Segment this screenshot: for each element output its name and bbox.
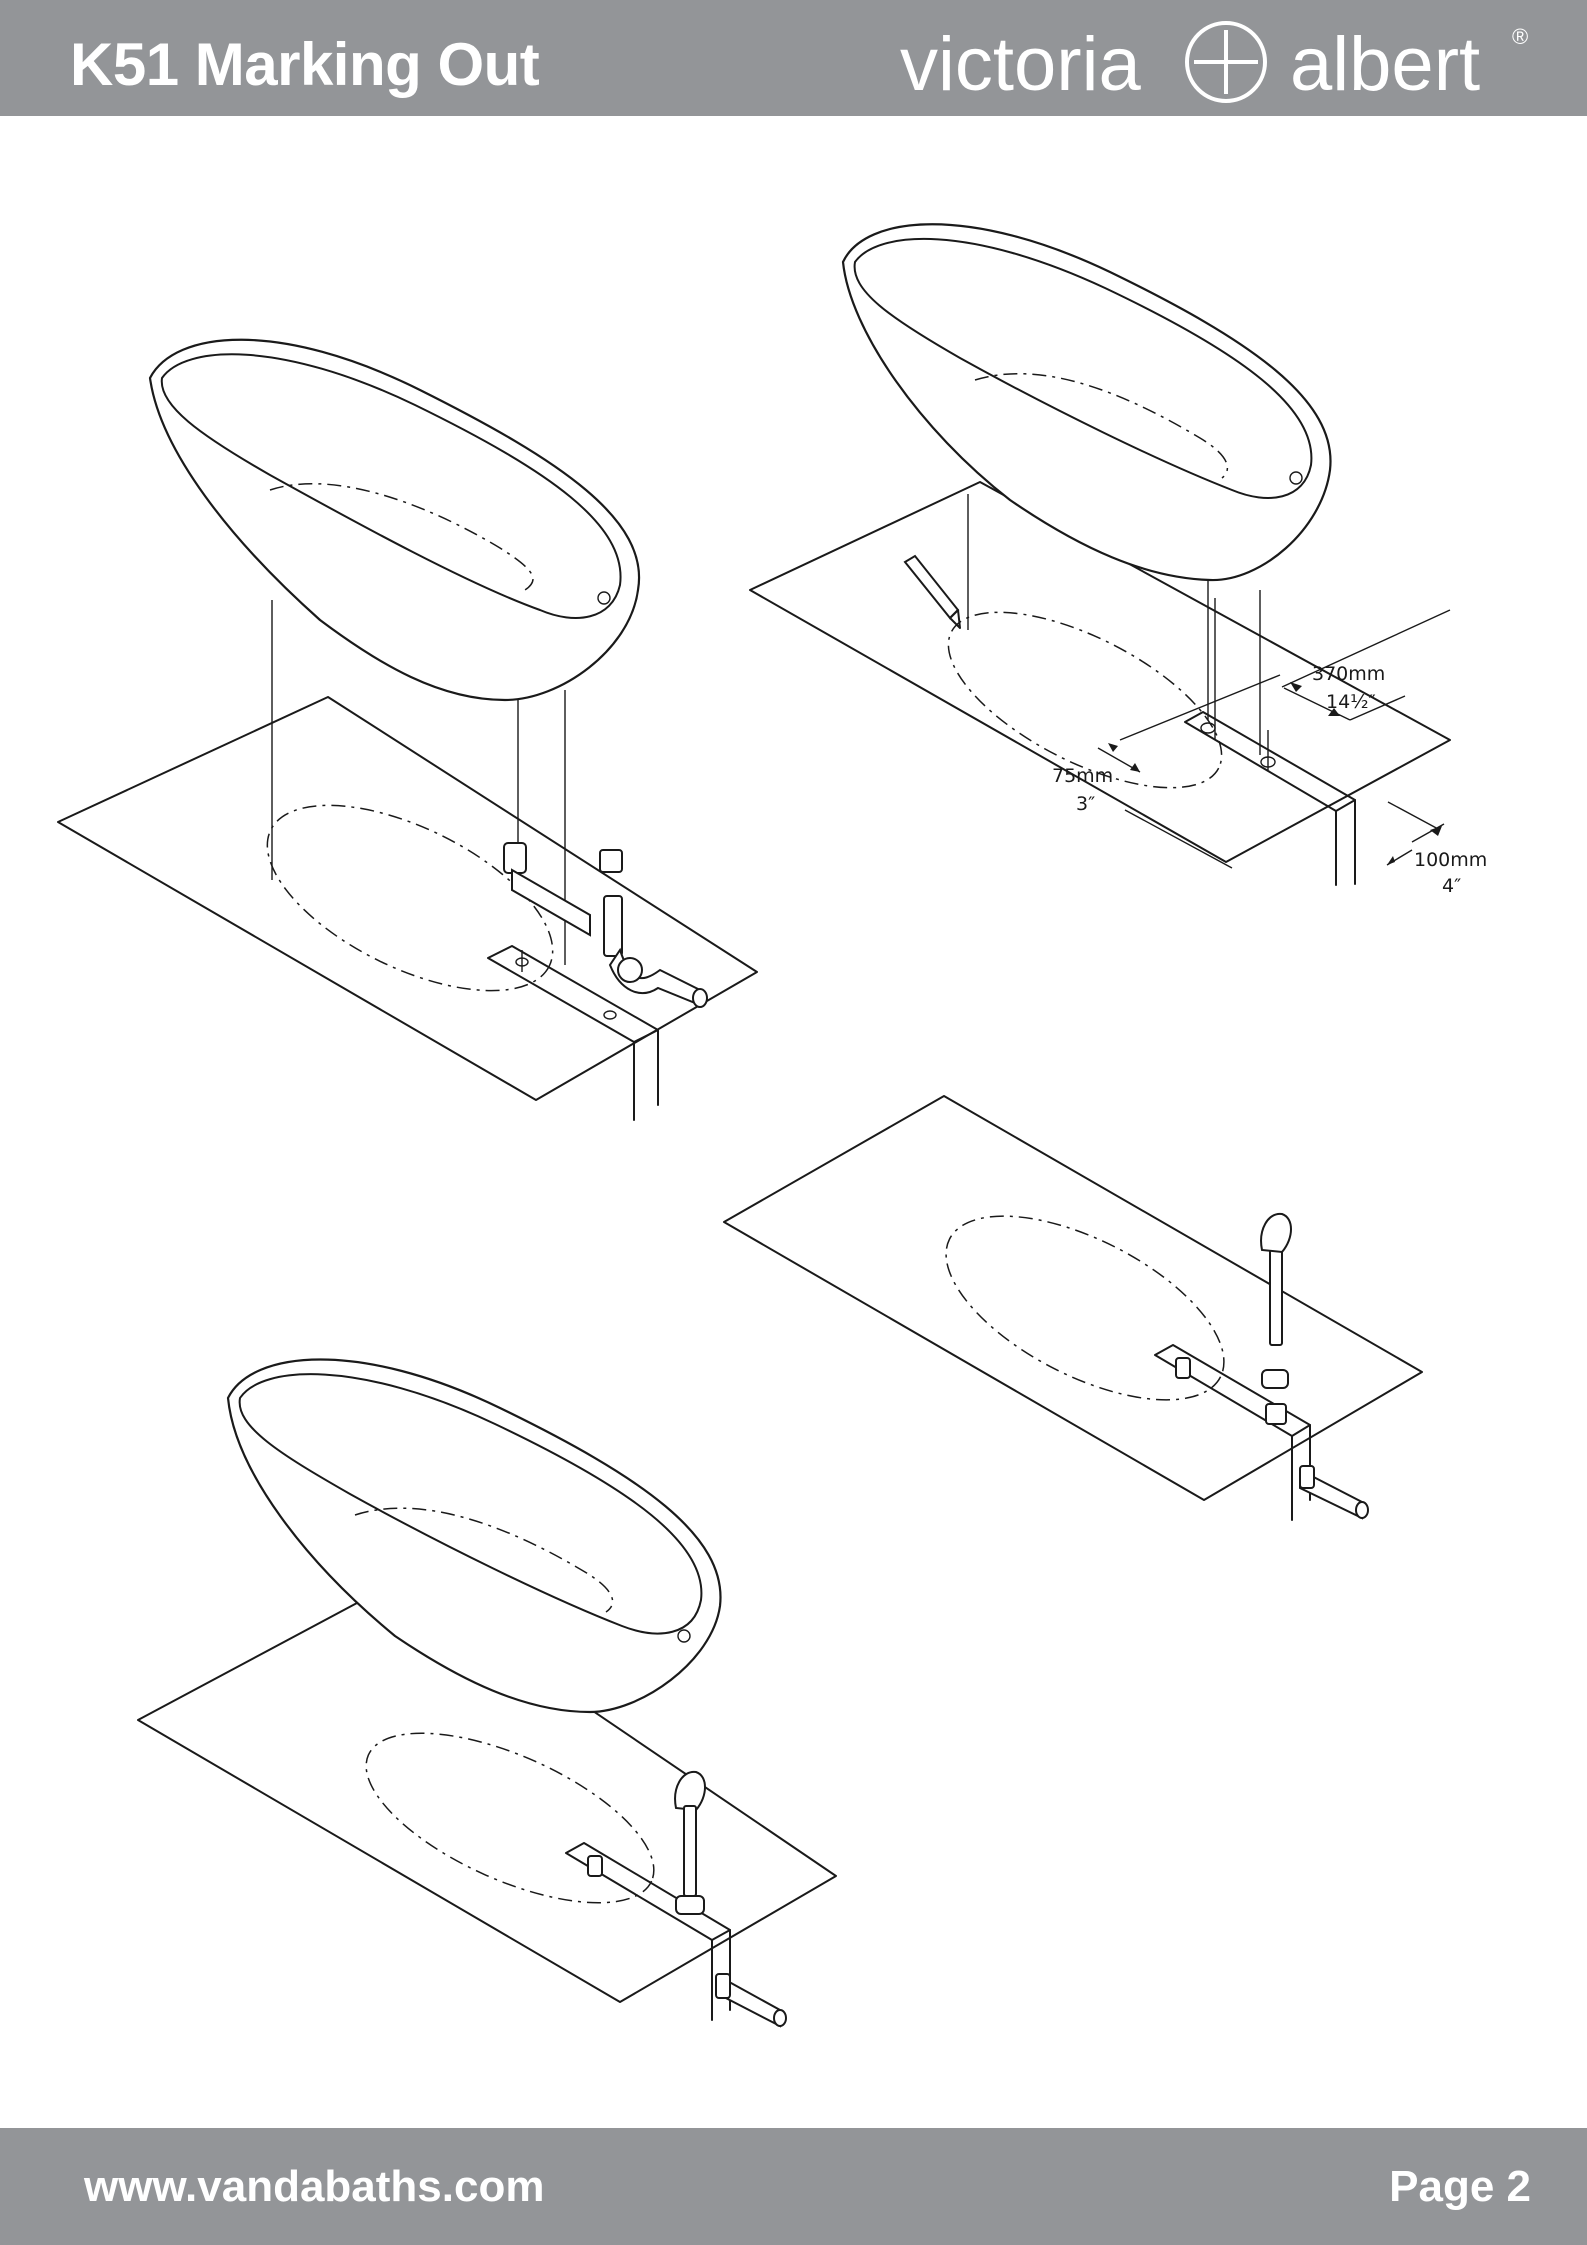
footprint-outline-3 (919, 1178, 1252, 1437)
dimension-length-in: 14½″ (1326, 691, 1376, 713)
page-number: Page 2 (1389, 2162, 1531, 2212)
bath-tub-2 (843, 224, 1331, 580)
standpipe-installed (675, 1772, 786, 2026)
brand-word-right: albert (1290, 22, 1480, 107)
page-title: K51 Marking Out (70, 30, 539, 99)
bath-tub-4 (228, 1360, 721, 1713)
footer-website-link[interactable]: www.vandabaths.com (84, 2162, 544, 2212)
step-3-floor-with-standpipe (724, 1096, 1422, 1520)
step-4-bath-with-standpipe (138, 1360, 836, 2027)
floor-plate-3 (724, 1096, 1422, 1500)
step-1-bath-with-waste (58, 340, 757, 1120)
dimension-offset-mm: 75mm (1052, 765, 1113, 787)
waste-cutout-2 (1185, 712, 1355, 811)
standpipe-fitting (1261, 1214, 1368, 1518)
waste-fittings-1 (504, 843, 707, 1007)
dimension-depth-mm: 100mm (1414, 849, 1487, 871)
marking-out-illustrations: 370mm 14½″ 75mm 3″ 100mm 4″ (0, 116, 1587, 2128)
plus-circle-icon (1187, 23, 1265, 101)
pencil-icon (905, 556, 960, 628)
dimension-length-mm: 370mm (1312, 663, 1385, 685)
registered-mark: ® (1512, 24, 1528, 49)
dimension-offset-in: 3″ (1076, 793, 1095, 815)
bath-tub-1 (150, 340, 639, 700)
floor-plate-1 (58, 697, 757, 1100)
victoria-albert-logo: victoria albert ® (900, 10, 1540, 110)
dimension-depth-in: 4″ (1442, 875, 1461, 897)
page-header: K51 Marking Out victoria albert ® (0, 0, 1587, 116)
brand-word-left: victoria (900, 22, 1141, 107)
page-footer: www.vandabaths.com Page 2 (0, 2128, 1587, 2245)
step-2-marking-dimensions: 370mm 14½″ 75mm 3″ 100mm 4″ (750, 224, 1487, 897)
